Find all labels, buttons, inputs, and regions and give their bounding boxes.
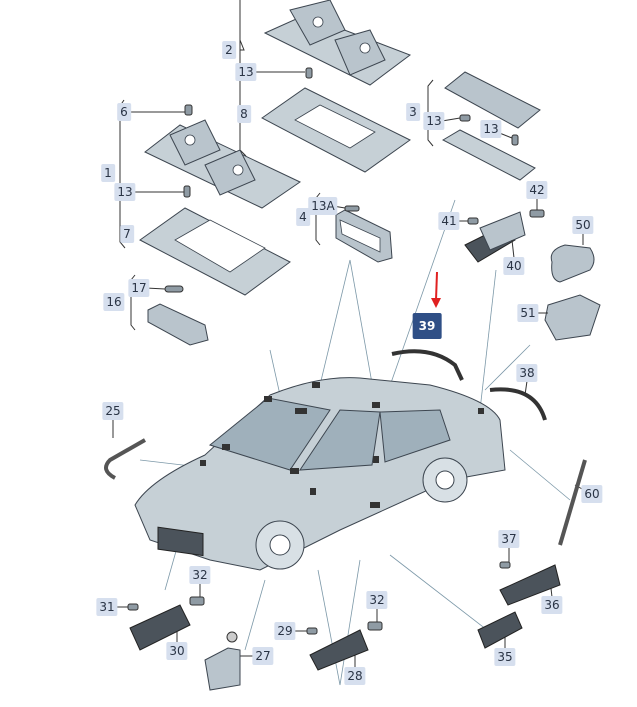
lamp-4 xyxy=(335,209,393,263)
frame-7 xyxy=(139,207,291,296)
red-arrow-icon xyxy=(431,271,441,308)
callout-8[interactable]: 8 xyxy=(237,105,251,123)
car-body xyxy=(134,377,506,571)
trim-38 xyxy=(489,387,547,421)
interior-lamp-2 xyxy=(263,0,412,86)
callout-16[interactable]: 16 xyxy=(103,293,125,311)
callout-30[interactable]: 30 xyxy=(166,642,188,660)
strut-25 xyxy=(104,438,146,480)
strut-60 xyxy=(558,459,587,546)
callout-7[interactable]: 7 xyxy=(120,225,134,243)
lamp-16 xyxy=(147,303,209,346)
trim-39 xyxy=(391,349,464,381)
interior-lamp-1 xyxy=(144,119,302,209)
callout-25[interactable]: 25 xyxy=(102,402,124,420)
callout-13[interactable]: 13 xyxy=(235,63,257,81)
callout-31[interactable]: 31 xyxy=(96,598,118,616)
callout-37[interactable]: 37 xyxy=(498,530,520,548)
lamp-40 xyxy=(464,211,526,263)
callout-32[interactable]: 32 xyxy=(189,566,211,584)
callout-29[interactable]: 29 xyxy=(274,622,296,640)
callout-6[interactable]: 6 xyxy=(117,103,131,121)
callout-13[interactable]: 13 xyxy=(423,112,445,130)
bulbs xyxy=(127,67,545,635)
callout-60[interactable]: 60 xyxy=(581,485,603,503)
callout-2[interactable]: 2 xyxy=(222,41,236,59)
callout-39-highlighted[interactable]: 39 xyxy=(412,313,442,339)
switch-50 xyxy=(550,244,595,283)
bracket-4 xyxy=(315,192,321,246)
lamp-3 xyxy=(441,71,541,181)
callout-41[interactable]: 41 xyxy=(438,212,460,230)
callout-36[interactable]: 36 xyxy=(541,596,563,614)
callout-1[interactable]: 1 xyxy=(101,164,115,182)
callout-38[interactable]: 38 xyxy=(516,364,538,382)
callout-51[interactable]: 51 xyxy=(517,304,539,322)
switch-51 xyxy=(544,294,601,341)
callout-13[interactable]: 13 xyxy=(114,183,136,201)
callout-27[interactable]: 27 xyxy=(252,647,274,665)
bracket-16 xyxy=(130,274,136,331)
callout-13a[interactable]: 13A xyxy=(308,197,338,215)
callout-17[interactable]: 17 xyxy=(128,279,150,297)
callout-35[interactable]: 35 xyxy=(494,648,516,666)
callout-40[interactable]: 40 xyxy=(503,257,525,275)
callout-4[interactable]: 4 xyxy=(296,208,310,226)
frame-8 xyxy=(261,87,411,173)
callout-50[interactable]: 50 xyxy=(572,216,594,234)
lamps-lower xyxy=(129,564,561,691)
callout-3[interactable]: 3 xyxy=(406,103,420,121)
callout-13[interactable]: 13 xyxy=(480,120,502,138)
callout-42[interactable]: 42 xyxy=(526,181,548,199)
callout-32[interactable]: 32 xyxy=(366,591,388,609)
callout-28[interactable]: 28 xyxy=(344,667,366,685)
